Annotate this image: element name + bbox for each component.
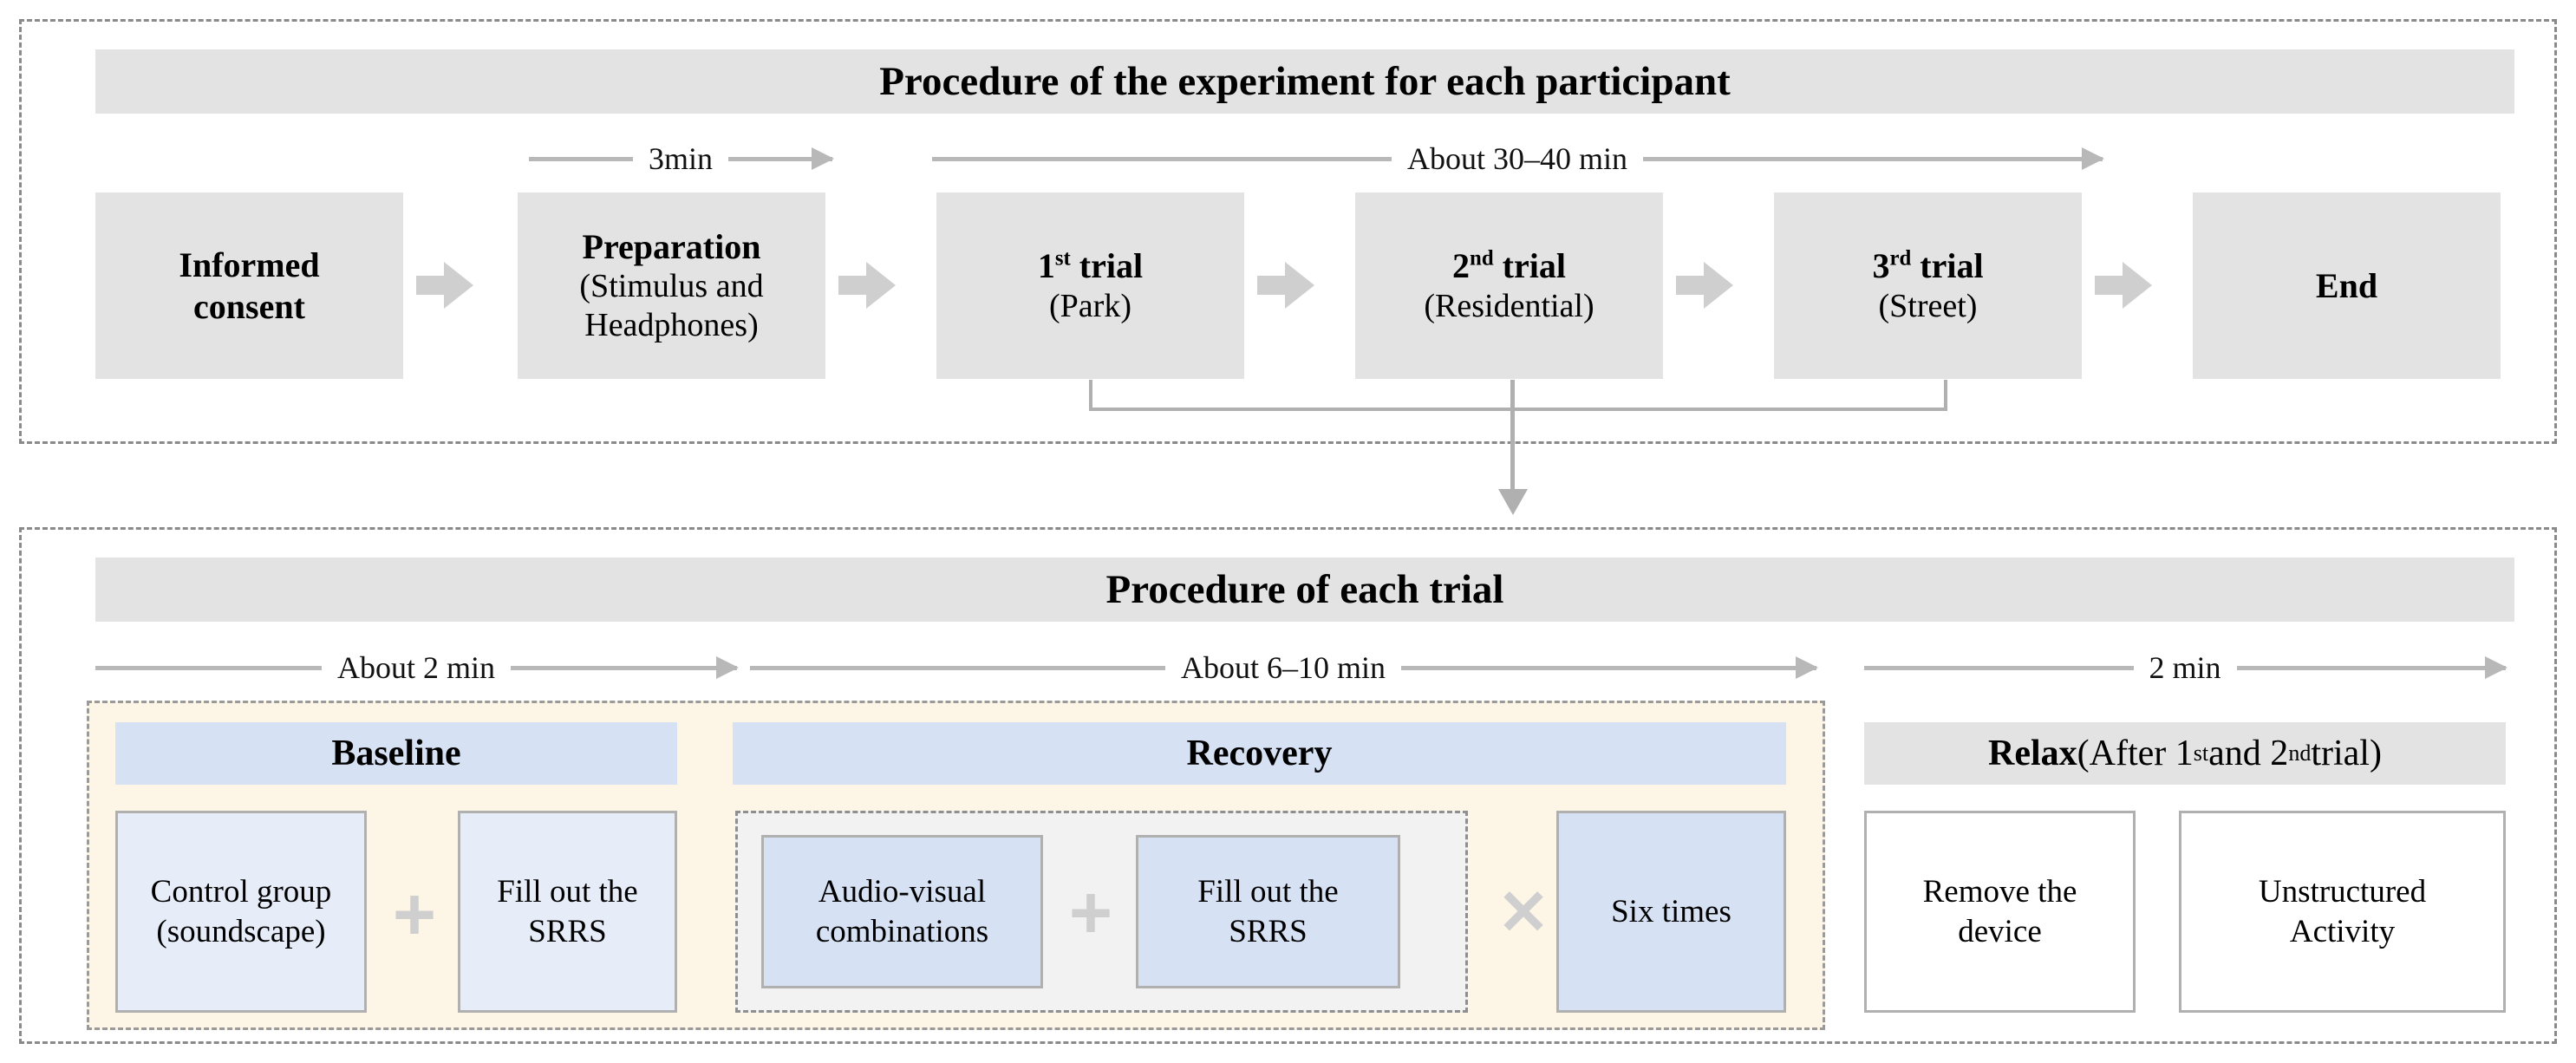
timeline-line-left (750, 665, 1165, 670)
timeline-3min: 3min (529, 141, 833, 176)
timeline-arrow-right (1643, 156, 2103, 161)
multiply-icon: ✕ (1497, 878, 1550, 948)
plus-icon: + (1068, 871, 1113, 955)
baseline-control-group-box: Control group (soundscape) (115, 811, 367, 1013)
baseline-srrs-box: Fill out the SRRS (458, 811, 677, 1013)
timeline-line-left (529, 156, 633, 161)
down-arrow-icon (1510, 380, 1515, 492)
flow-arrow-icon (2095, 262, 2152, 309)
timeline-arrow-right (511, 665, 738, 670)
step-trial-1-park: 1st trial (Park) (936, 192, 1244, 379)
step-line-2: (Street) (1878, 287, 1978, 324)
box-line-1: Unstructured (2258, 874, 2427, 910)
trial-procedure-title: Procedure of each trial (95, 558, 2514, 622)
box-line-2: SRRS (1229, 913, 1308, 949)
flow-arrow-icon (416, 262, 473, 309)
timeline-line-left (95, 665, 322, 670)
flow-arrow-icon (838, 262, 896, 309)
timeline-label: About 30–40 min (1407, 141, 1628, 176)
timeline-about-2min: About 2 min (95, 650, 738, 685)
relax-label: Relax (1988, 734, 2077, 773)
timeline-about-6-10min: About 6–10 min (750, 650, 1817, 685)
timeline-label: About 6–10 min (1181, 650, 1386, 685)
step-line-1: Preparation (582, 227, 761, 267)
flow-arrow-icon (1676, 262, 1733, 309)
step-line-1: 1st trial (1037, 246, 1144, 286)
step-trial-3-street: 3rd trial (Street) (1774, 192, 2082, 379)
step-line-2: consent (193, 286, 305, 326)
timeline-arrow-right (1401, 665, 1817, 670)
recovery-repeat-box: Six times (1556, 811, 1786, 1013)
step-line-2: (Stimulus and (579, 268, 764, 305)
step-informed-consent: Informed consent (95, 192, 403, 379)
box-line-2: Activity (2289, 913, 2396, 949)
box-line-1: Control group (150, 874, 332, 910)
box-line-2: (soundscape) (156, 913, 326, 949)
box-line-2: device (1958, 913, 2042, 949)
step-line-1: 3rd trial (1872, 246, 1984, 286)
timeline-arrow-right (2236, 665, 2507, 670)
timeline-label: 2 min (2149, 650, 2221, 685)
relax-note-c: trial) (2311, 734, 2382, 773)
recovery-srrs-box: Fill out the SRRS (1136, 835, 1400, 988)
experiment-procedure-title: Procedure of the experiment for each par… (95, 49, 2514, 114)
step-line-1: 2nd trial (1452, 246, 1566, 286)
timeline-line-left (1864, 665, 2134, 670)
recovery-header: Recovery (733, 722, 1786, 785)
relax-unstructured-activity-box: Unstructured Activity (2179, 811, 2506, 1013)
recovery-audiovisual-box: Audio-visual combinations (761, 835, 1043, 988)
box-line-1: Six times (1611, 893, 1731, 929)
step-line-3: Headphones) (584, 307, 759, 344)
relax-note-b: and 2 (2208, 734, 2289, 773)
step-line-2: (Residential) (1424, 287, 1595, 324)
relax-note-a: (After 1 (2077, 734, 2194, 773)
box-line-1: Remove the (1922, 874, 2077, 910)
relax-remove-device-box: Remove the device (1864, 811, 2136, 1013)
trial-bracket-connector (1089, 380, 1947, 411)
baseline-header: Baseline (115, 722, 677, 785)
timeline-line-left (932, 156, 1392, 161)
timeline-arrow-right (728, 156, 833, 161)
step-trial-2-residential: 2nd trial (Residential) (1355, 192, 1663, 379)
step-line-1: Informed (179, 245, 320, 285)
flow-arrow-icon (1257, 262, 1314, 309)
timeline-2min: 2 min (1864, 650, 2507, 685)
box-line-2: combinations (815, 913, 989, 949)
step-preparation: Preparation (Stimulus and Headphones) (518, 192, 825, 379)
box-line-2: SRRS (528, 913, 607, 949)
timeline-label: About 2 min (337, 650, 496, 685)
box-line-1: Audio-visual (818, 874, 987, 910)
step-end: End (2193, 192, 2501, 379)
step-line-2: (Park) (1049, 287, 1131, 324)
box-line-1: Fill out the (497, 874, 638, 910)
step-line-1: End (2315, 265, 2378, 305)
plus-icon: + (392, 873, 437, 956)
timeline-30-40min: About 30–40 min (932, 141, 2103, 176)
box-line-1: Fill out the (1197, 874, 1339, 910)
timeline-label: 3min (649, 141, 714, 176)
